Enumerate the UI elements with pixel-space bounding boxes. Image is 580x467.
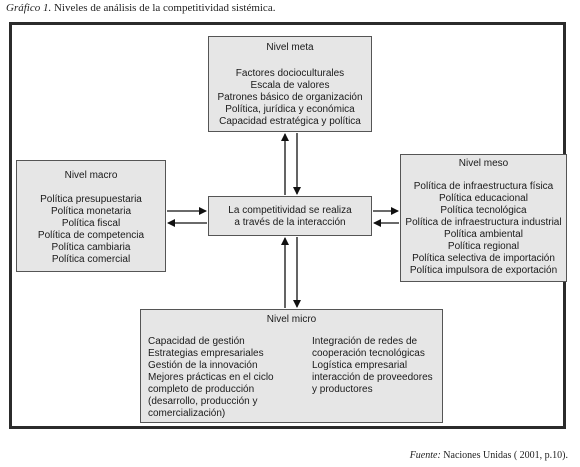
nivel-macro-box: Nivel macro Política presupuestaria Polí… [16, 160, 166, 272]
list-item: Política presupuestaria [40, 194, 142, 205]
nivel-meta-list: Factores docioculturales Escala de valor… [209, 68, 371, 128]
list-item: Política monetaria [50, 206, 132, 217]
list-item: Escala de valores [250, 80, 330, 91]
list-item: completo de producción [148, 384, 255, 395]
source-label: Fuente: [409, 450, 441, 461]
list-item: Capacidad estratégica y política [219, 116, 361, 127]
list-item: Estrategias empresariales [148, 348, 264, 359]
center-interaction-box: La competitividad se realiza a través de… [208, 196, 372, 236]
list-item: Mejores prácticas en el ciclo [148, 372, 274, 383]
list-item: Política tecnológica [440, 205, 527, 216]
list-item: Política de infraestructura industrial [405, 217, 562, 228]
list-item: Patrones básico de organización [217, 92, 363, 103]
list-item: comercialización) [148, 408, 226, 419]
list-item: Factores docioculturales [235, 68, 345, 79]
source-text: Naciones Unidas ( 2001, p.10). [443, 450, 568, 461]
list-item: y productores [312, 384, 373, 395]
list-item: cooperación tecnológicas [312, 348, 425, 359]
nivel-meso-title: Nivel meso [458, 158, 509, 169]
center-line: a través de la interacción [234, 217, 346, 228]
list-item: Política cambiaria [51, 242, 131, 253]
nivel-micro-box: Nivel micro Capacidad de gestión Estrate… [140, 309, 443, 423]
list-item: Integración de redes de [312, 336, 418, 347]
caption-title: Niveles de análisis de la competitividad… [53, 2, 276, 14]
center-line: La competitividad se realiza [228, 205, 352, 216]
nivel-micro-title: Nivel micro [266, 314, 317, 325]
nivel-meta-title: Nivel meta [266, 42, 314, 53]
list-item: Capacidad de gestión [148, 336, 245, 347]
nivel-macro-title: Nivel macro [64, 170, 118, 181]
list-item: interacción de proveedores [312, 372, 433, 383]
list-item: Gestión de la innovación [148, 360, 258, 371]
nivel-meso-box: Nivel meso Política de infraestructura f… [400, 154, 567, 282]
list-item: Política educacional [439, 193, 528, 204]
list-item: Política regional [447, 241, 520, 252]
list-item: Política fiscal [61, 218, 121, 229]
list-item: Política comercial [51, 254, 131, 265]
list-item: Política impulsora de exportación [409, 265, 558, 276]
source-note: Fuente: Naciones Unidas ( 2001, p.10). [410, 450, 568, 461]
list-item: Logística empresarial [312, 360, 408, 371]
figure-caption: Gráfico 1. Niveles de análisis de la com… [6, 2, 275, 14]
center-text: La competitividad se realiza a través de… [209, 205, 371, 229]
list-item: Política de infraestructura física [413, 181, 554, 192]
nivel-meso-list: Política de infraestructura física Polít… [401, 181, 566, 277]
list-item: Política ambiental [444, 229, 523, 240]
nivel-micro-right-list: Integración de redes de cooperación tecn… [312, 336, 447, 396]
caption-label: Gráfico 1. [6, 2, 52, 14]
list-item: (desarrollo, producción y [148, 396, 258, 407]
list-item: Política selectiva de importación [412, 253, 555, 264]
nivel-macro-list: Política presupuestaria Política monetar… [17, 194, 165, 266]
list-item: Política de competencia [37, 230, 145, 241]
nivel-micro-left-list: Capacidad de gestión Estrategias empresa… [148, 336, 308, 420]
list-item: Política, jurídica y económica [225, 104, 355, 115]
nivel-meta-box: Nivel meta Factores docioculturales Esca… [208, 36, 372, 132]
